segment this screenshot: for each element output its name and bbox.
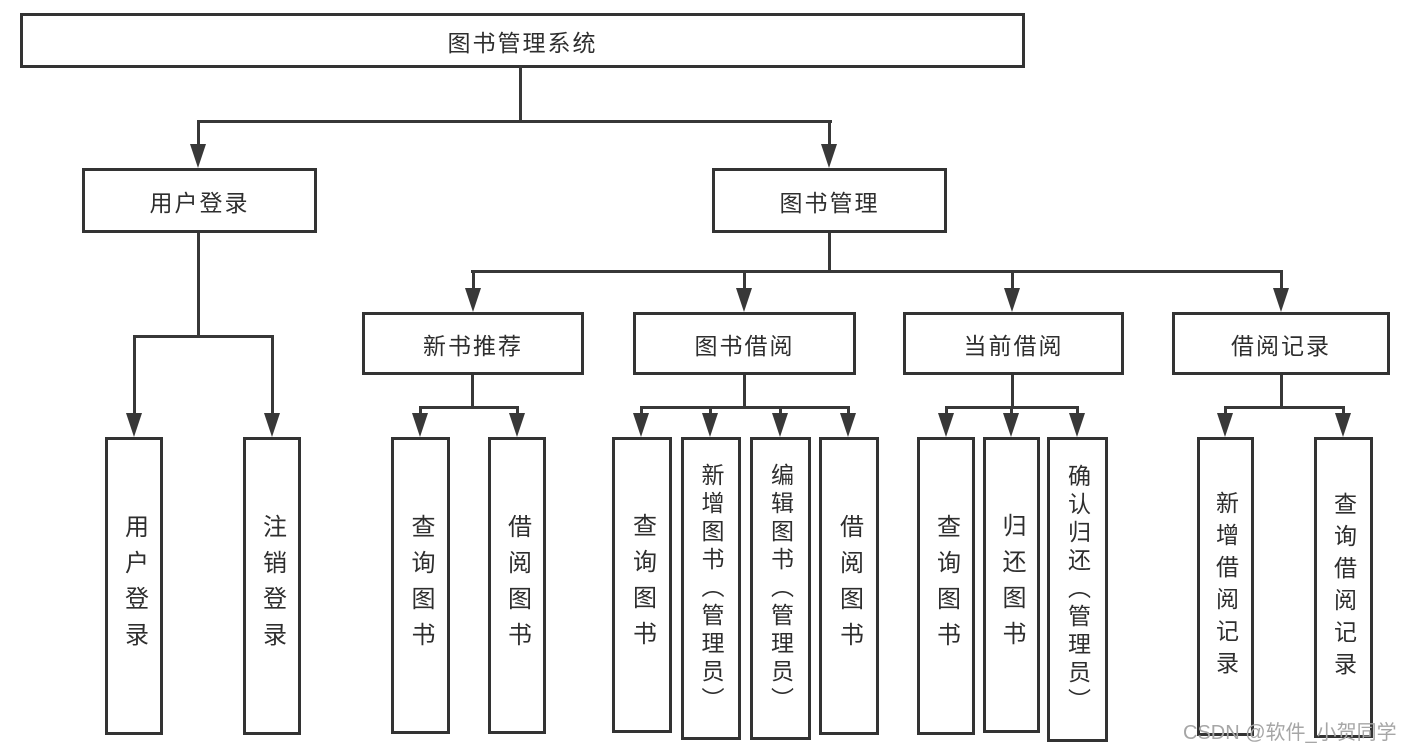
connector-leaf-drop: [709, 406, 712, 418]
leaf-label: 编辑图书（管理员）: [767, 462, 794, 715]
csdn-watermark: CSDN @软件_小贺同学: [1183, 722, 1397, 744]
arrow-down-icon: [1273, 288, 1289, 312]
connector-stem: [1280, 375, 1283, 409]
leaf-label: 查询图书: [407, 513, 434, 658]
connector-drop: [472, 270, 475, 292]
connector-stem: [471, 375, 474, 409]
connector-leaf-drop: [945, 406, 948, 418]
leaf-label: 新增图书（管理员）: [698, 462, 724, 715]
connector-user-login-drop: [197, 120, 200, 148]
arrow-down-icon: [736, 288, 752, 312]
connector-book-mgmt-drop: [828, 120, 831, 148]
connector-stem: [743, 375, 746, 409]
arrow-down-icon: [1069, 413, 1085, 437]
arrow-down-icon: [126, 413, 142, 437]
leaf-logout-login: 注销登录: [243, 437, 301, 735]
leaf-label: 查询图书: [932, 514, 960, 658]
connector-leaf-drop: [1342, 406, 1345, 418]
connector-leaf-drop: [516, 406, 519, 418]
leaf-label: 新增借阅记录: [1212, 490, 1239, 683]
node-book-management: 图书管理: [712, 168, 947, 233]
leaf-label: 借阅图书: [835, 514, 863, 658]
leaf-label: 归还图书: [998, 513, 1025, 657]
leaf-label: 确认归还（管理员）: [1064, 463, 1091, 716]
arrow-down-icon: [840, 413, 856, 437]
arrow-down-icon: [264, 413, 280, 437]
node-book-borrow: 图书借阅: [633, 312, 856, 375]
leaf-query-book-recommend: 查询图书: [391, 437, 450, 734]
connector-drop: [743, 270, 746, 292]
connector-leaf-drop: [779, 406, 782, 418]
leaf-label: 查询借阅记录: [1330, 491, 1357, 684]
connector-leaf-drop: [1076, 406, 1079, 418]
leaf-add-borrow-record: 新增借阅记录: [1197, 437, 1254, 736]
leaf-query-book-borrow: 查询图书: [612, 437, 672, 733]
leaf-add-book-admin: 新增图书（管理员）: [681, 437, 741, 740]
leaf-label: 注销登录: [258, 514, 286, 658]
connector-root-bar: [197, 120, 832, 123]
connector-user-login-stem: [197, 233, 200, 338]
arrow-down-icon: [1335, 413, 1351, 437]
connector-user-login-bar: [133, 335, 274, 338]
connector-leaf-drop: [847, 406, 850, 418]
arrow-down-icon: [412, 413, 428, 437]
leaf-confirm-return-admin: 确认归还（管理员）: [1047, 437, 1108, 742]
leaf-query-borrow-record: 查询借阅记录: [1314, 437, 1373, 738]
node-label: 新书推荐: [423, 332, 523, 359]
connector-leaf-drop: [419, 406, 422, 418]
connector-bar: [419, 406, 519, 409]
connector-leaf-drop: [133, 335, 136, 417]
arrow-down-icon: [938, 413, 954, 437]
node-label: 用户登录: [149, 189, 250, 216]
node-label: 图书借阅: [694, 332, 795, 359]
node-label: 当前借阅: [963, 332, 1064, 359]
connector-stem: [1011, 375, 1014, 409]
leaf-label: 用户登录: [120, 514, 148, 658]
connector-bar: [640, 406, 850, 409]
connector-bar: [1224, 406, 1345, 409]
arrow-down-icon: [702, 413, 718, 437]
leaf-user-login: 用户登录: [105, 437, 163, 735]
leaf-query-book-current: 查询图书: [917, 437, 975, 735]
connector-drop: [1011, 270, 1014, 292]
node-label: 图书管理: [779, 189, 880, 216]
arrow-down-icon: [821, 144, 837, 168]
arrow-down-icon: [509, 413, 525, 437]
connector-root-stem: [519, 66, 522, 122]
node-library-system: 图书管理系统: [20, 13, 1025, 68]
arrow-down-icon: [1003, 413, 1019, 437]
connector-book-mgmt-stem: [828, 233, 831, 273]
arrow-down-icon: [772, 413, 788, 437]
node-label: 图书管理系统: [447, 29, 598, 56]
arrow-down-icon: [465, 288, 481, 312]
node-borrow-record: 借阅记录: [1172, 312, 1390, 375]
leaf-label: 查询图书: [628, 513, 656, 657]
node-label: 借阅记录: [1231, 332, 1331, 359]
leaf-edit-book-admin: 编辑图书（管理员）: [750, 437, 811, 740]
arrow-down-icon: [633, 413, 649, 437]
connector-leaf-drop: [1010, 406, 1013, 418]
connector-leaf-drop: [271, 335, 274, 417]
arrow-down-icon: [1217, 413, 1233, 437]
leaf-label: 借阅图书: [503, 513, 531, 658]
node-current-borrow: 当前借阅: [903, 312, 1124, 375]
leaf-borrow-book: 借阅图书: [819, 437, 879, 735]
connector-book-mgmt-bar: [471, 270, 1282, 273]
node-user-login: 用户登录: [82, 168, 317, 233]
leaf-return-book: 归还图书: [983, 437, 1040, 733]
node-new-book-recommend: 新书推荐: [362, 312, 584, 375]
arrow-down-icon: [190, 144, 206, 168]
leaf-borrow-book-recommend: 借阅图书: [488, 437, 546, 734]
connector-leaf-drop: [1224, 406, 1227, 418]
connector-leaf-drop: [640, 406, 643, 418]
connector-drop: [1280, 270, 1283, 292]
arrow-down-icon: [1004, 288, 1020, 312]
